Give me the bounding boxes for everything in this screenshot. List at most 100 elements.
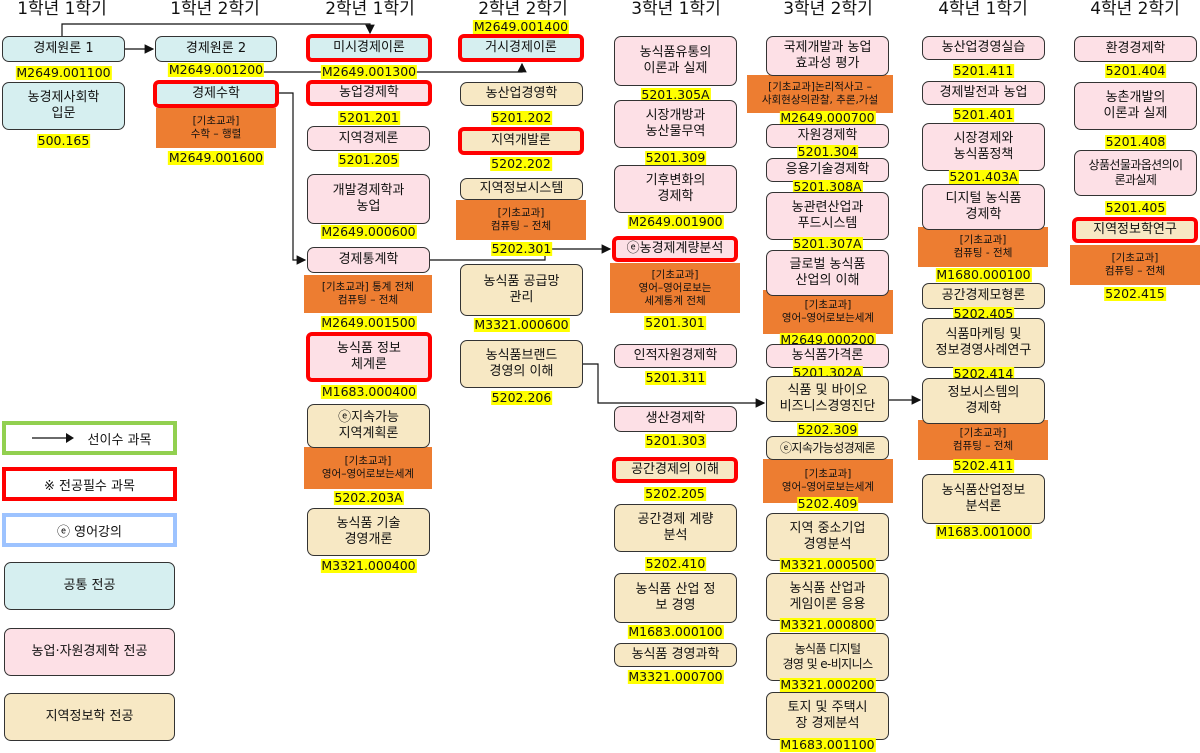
course-code: M1680.000100: [935, 267, 1032, 282]
course-box[interactable]: 시장경제와 농식품정책: [922, 123, 1045, 171]
course-box[interactable]: 경제수학: [153, 80, 279, 108]
course-code: 500.165: [36, 133, 91, 148]
course-code: M3321.000700: [627, 669, 724, 684]
course-box[interactable]: 지역정보학연구: [1072, 217, 1198, 243]
course-code: M2649.001300: [320, 64, 418, 79]
course-box[interactable]: 생산경제학: [614, 406, 737, 432]
course-box[interactable]: 농경제사회학 입문: [2, 82, 125, 130]
course-box[interactable]: 지역정보시스템: [460, 178, 583, 200]
course-box[interactable]: 국제개발과 농업 효과성 평가: [766, 36, 889, 76]
course-box[interactable]: 농식품 산업과 게임이론 응용: [766, 573, 889, 621]
course-box[interactable]: 농산업경영학: [460, 82, 583, 106]
course-box[interactable]: 농관련산업과 푸드시스템: [766, 192, 889, 240]
course-box[interactable]: ⓔ농경제계량분석: [612, 236, 738, 262]
course-box[interactable]: 식품마케팅 및 정보경영사례연구: [922, 318, 1045, 368]
course-box[interactable]: 개발경제학과 농업: [307, 174, 430, 224]
course-box[interactable]: 농식품유통의 이론과 실제: [614, 36, 737, 86]
course-box[interactable]: 경제원론 1: [2, 36, 125, 62]
course-code: 5202.411: [952, 458, 1015, 473]
semester-header: 1학년 1학기: [17, 0, 107, 19]
course-code: 5201.309: [644, 150, 707, 165]
course-box[interactable]: 경제통계학: [307, 247, 430, 273]
semester-header: 4학년 1학기: [938, 0, 1028, 19]
course-code: M2649.001200: [167, 62, 265, 77]
arrow-math-to-stats: [279, 92, 307, 265]
course-box[interactable]: 공간경제 계량 분석: [614, 504, 737, 552]
course-code: 5202.203A: [333, 490, 404, 505]
arrow-brand-to-biz: [583, 363, 766, 408]
course-box[interactable]: 거시경제이론: [458, 34, 584, 62]
course-box[interactable]: 자원경제학: [766, 124, 889, 148]
arrow-icon: [31, 433, 74, 443]
course-box[interactable]: 미시경제이론: [306, 34, 432, 62]
course-box[interactable]: 농식품 공급망 관리: [460, 264, 583, 316]
course-box[interactable]: 정보시스템의 경제학: [922, 378, 1045, 424]
course-box[interactable]: 토지 및 주택시 장 경제분석: [766, 692, 889, 740]
prerequisite-note: [기초교과] 컴퓨팅 – 전체: [456, 200, 586, 240]
course-box[interactable]: 경제발전과 농업: [922, 81, 1045, 105]
legend-agri-label: 농업·자원경제학 전공: [31, 644, 148, 659]
prerequisite-note: [기초교과] 통계 전체 컴퓨팅 – 전체: [304, 275, 432, 313]
course-code: M3321.000600: [473, 317, 570, 332]
legend-agri: 농업·자원경제학 전공: [4, 628, 175, 676]
course-code: 5202.205: [644, 486, 706, 501]
course-code: 5202.405: [952, 306, 1015, 321]
legend-region-label: 지역정보학 전공: [45, 709, 134, 724]
course-box[interactable]: 시장개방과 농산물무역: [614, 100, 737, 148]
semester-header: 3학년 2학기: [783, 0, 873, 19]
course-box[interactable]: 경제원론 2: [155, 36, 277, 62]
course-box[interactable]: 지역경제론: [307, 126, 430, 151]
course-code: 5202.206: [490, 390, 553, 405]
course-box[interactable]: 농식품 디지털 경영 및 e-비지니스: [766, 633, 889, 681]
course-code: 5201.308A: [792, 179, 863, 194]
course-box[interactable]: 글로벌 농식품 산업의 이해: [766, 250, 889, 296]
course-code: 5201.303: [644, 433, 707, 448]
course-code: 5201.401: [952, 107, 1015, 122]
course-box[interactable]: 지역개발론: [458, 127, 584, 155]
course-box[interactable]: 농식품 기술 경영개론: [307, 508, 430, 556]
course-box[interactable]: 지역 중소기업 경영분석: [766, 513, 889, 561]
course-code: 5201.202: [490, 110, 553, 125]
legend-region: 지역정보학 전공: [4, 693, 175, 741]
course-box[interactable]: 공간경제모형론: [922, 283, 1045, 309]
prerequisite-note: [기초교과] 컴퓨팅 – 전체: [918, 420, 1048, 460]
course-code: M2649.001100: [15, 65, 112, 80]
course-box[interactable]: 농촌개발의 이론과 실제: [1074, 82, 1197, 130]
legend-prerequisite: 선이수 과목: [2, 421, 177, 455]
course-box[interactable]: 식품 및 바이오 비즈니스경영진단: [766, 376, 889, 422]
course-box[interactable]: 농업경제학: [306, 80, 432, 106]
prerequisite-note: [기초교과] 수학 – 행렬: [156, 108, 276, 148]
semester-header: 1학년 2학기: [170, 0, 260, 19]
course-box[interactable]: 농식품가격론: [766, 344, 889, 368]
course-box[interactable]: 기후변화의 경제학: [614, 165, 737, 213]
course-box[interactable]: 농식품 정보 체계론: [306, 332, 432, 382]
course-box[interactable]: 농산업경영실습: [922, 36, 1045, 60]
arrow-econ1-to-micro: [61, 23, 375, 36]
course-box[interactable]: 상품선물과옵션의이 론과실제: [1074, 150, 1197, 196]
course-box[interactable]: 응용기술경제학: [766, 158, 889, 182]
course-code: 5201.405: [1104, 200, 1167, 215]
course-code: M3321.000200: [779, 677, 876, 692]
course-code: 5201.411: [952, 63, 1015, 78]
course-box[interactable]: 농식품 산업 정 보 경영: [614, 573, 737, 623]
course-code: 5201.311: [644, 370, 707, 385]
course-code: M3321.000800: [779, 617, 876, 632]
course-code: M2649.001400: [472, 19, 570, 34]
course-code: M1683.001000: [935, 524, 1032, 539]
course-code: 5201.205: [337, 152, 400, 167]
course-box[interactable]: 농식품산업정보 분석론: [922, 474, 1045, 524]
course-box[interactable]: 농식품 경영과학: [614, 643, 737, 667]
course-box[interactable]: ⓔ지속가능성경제론: [766, 436, 889, 460]
course-code: 5202.414: [952, 366, 1015, 381]
course-box[interactable]: 공간경제의 이해: [612, 457, 738, 483]
course-box[interactable]: ⓔ지속가능 지역계획론: [307, 404, 430, 448]
course-box[interactable]: 디지털 농식품 경제학: [922, 184, 1045, 230]
course-box[interactable]: 환경경제학: [1074, 36, 1197, 62]
course-box[interactable]: 인적자원경제학: [614, 344, 737, 368]
course-code: M2649.000700: [779, 110, 876, 125]
course-code: M2649.001500: [320, 315, 417, 330]
course-code: M2649.000600: [320, 224, 417, 239]
prerequisite-note: [기초교과] 영어–영어로보는세계: [763, 290, 893, 334]
course-box[interactable]: 농식품브랜드 경영의 이해: [460, 340, 583, 388]
